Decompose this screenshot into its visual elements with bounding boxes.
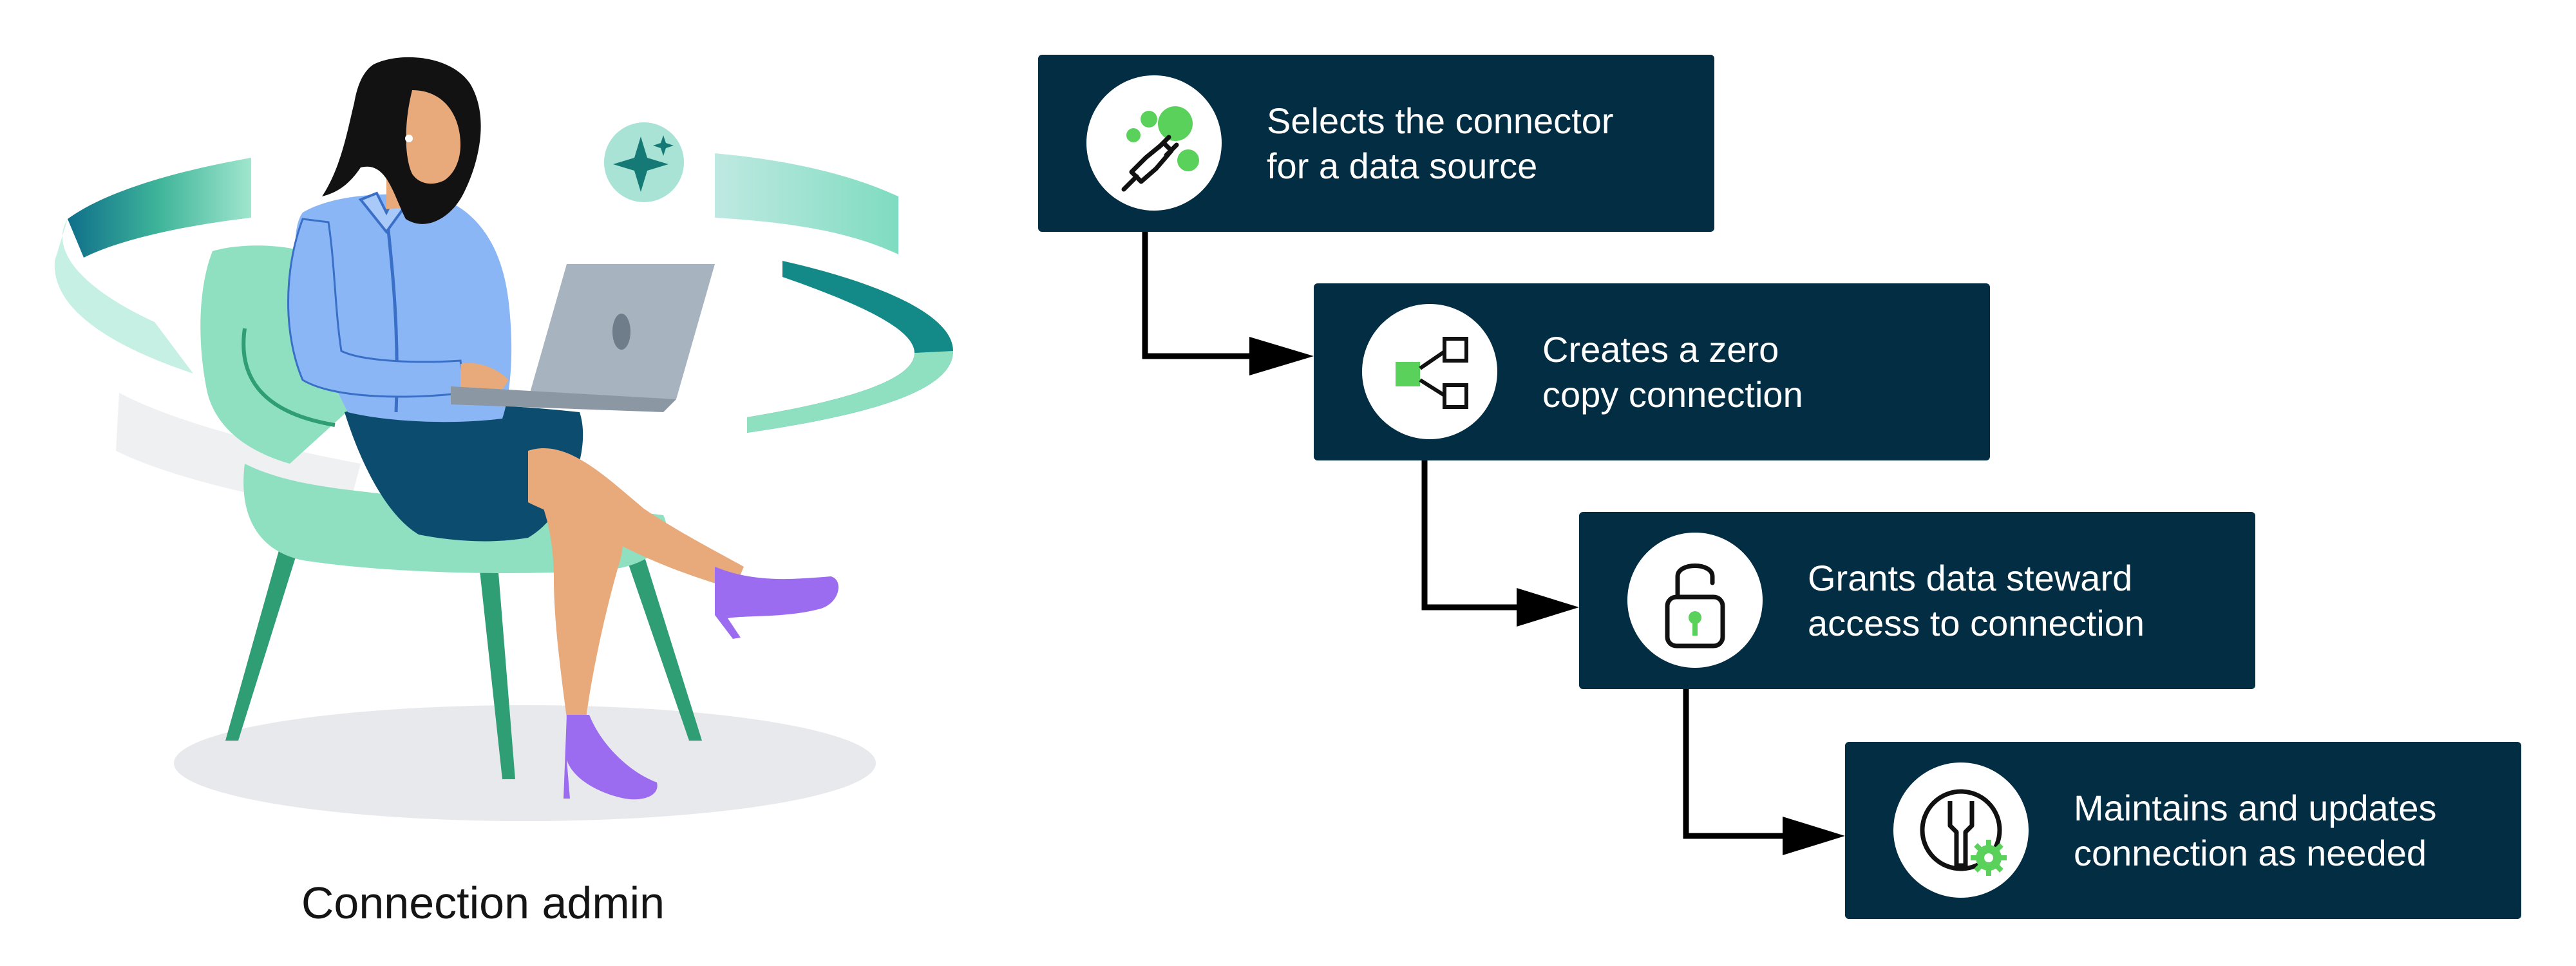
step-text: Selects the connector for a data source [1267,99,1692,189]
chair-leg-right [618,535,702,741]
network-nodes-icon [1362,304,1497,439]
leg-front [528,464,623,718]
step-text-line: copy connection [1542,374,1803,415]
step-text-line: Grants data steward [1808,558,2133,598]
floor-shadow [174,705,876,821]
hand [460,363,509,392]
chair-seam [242,328,336,427]
unlocked-padlock-icon [1627,533,1763,668]
step-grant-access: Grants data steward access to connection [1579,512,2255,689]
arrowhead-3 [1783,817,1845,855]
step-select-connector: Selects the connector for a data source [1038,55,1714,232]
laptop-base [451,386,676,412]
step-maintain-connection: Maintains and updates connection as need… [1845,742,2521,919]
swirl-back-left [68,158,251,258]
face [406,90,460,184]
chair-leg-mid [477,541,515,779]
step-text: Maintains and updates connection as need… [2074,786,2499,876]
shoe-right [715,567,838,639]
chair-leg-left [225,535,303,741]
swirl-back-right [715,153,898,254]
step-text-line: for a data source [1267,146,1538,186]
plug-icon [1086,75,1222,211]
arrowhead-2 [1517,588,1579,627]
sparkle-small-icon [653,135,674,156]
connector-1-2 [1142,232,1256,359]
arrowhead-1 [1249,337,1314,375]
step-create-connection: Creates a zero copy connection [1314,283,1990,460]
connector-3-4 [1683,689,1790,839]
wrench-gear-icon [1893,762,2029,898]
step-text-line: access to connection [1808,603,2145,643]
earring [405,135,413,142]
role-label: Connection admin [301,878,665,928]
step-text-line: Selects the connector [1267,100,1614,141]
hair [322,57,481,224]
skirt [345,403,583,542]
connector-2-3 [1421,460,1526,611]
step-text: Creates a zero copy connection [1542,327,1967,417]
step-text-line: connection as needed [2074,833,2427,873]
shoe-left [564,715,658,800]
laptop-logo [612,314,630,350]
swirl-left-band [54,219,193,374]
step-text: Grants data steward access to connection [1808,556,2233,646]
step-text-line: Creates a zero [1542,329,1779,370]
connection-admin-illustration [54,57,953,821]
swirl-right-arc-light [747,351,953,433]
sparkle-icon [613,137,668,192]
step-text-line: Maintains and updates [2074,788,2437,828]
